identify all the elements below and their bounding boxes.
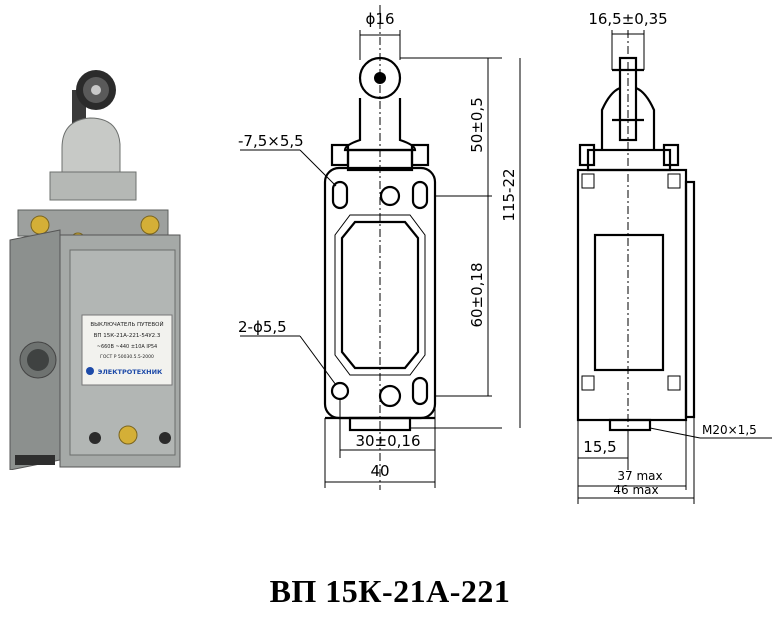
front-slot-right: [411, 180, 429, 210]
front-window: [340, 220, 420, 370]
side-window: [593, 233, 665, 372]
front-window-outer: [334, 214, 426, 376]
front-screw-left: [330, 143, 350, 167]
side-head-flange: [586, 148, 672, 172]
dim-thread: M20×1,5: [702, 423, 757, 437]
front-slot-bottom-right: [411, 376, 429, 406]
dim-depth-total: 46 max: [613, 483, 658, 497]
side-head: [600, 86, 656, 150]
front-view-drawing: ϕ16 -7,5×5,5 2-ϕ5,5 50±0,5 60±0,18 115-2…: [238, 5, 521, 490]
nameplate: ВЫКЛЮЧАТЕЛЬ ПУТЕВОЙ ВП 15К-21А-221-54У2.…: [81, 314, 173, 386]
dim-hole-spacing: 30±0,16: [355, 432, 420, 450]
dim-top-diameter: ϕ16: [366, 10, 395, 28]
dim-depth-inner: 37 max: [617, 469, 662, 483]
side-conduit-entry: [608, 418, 652, 432]
dim-top-width: 16,5±0,35: [588, 10, 667, 28]
dim-slots: -7,5×5,5: [238, 132, 304, 150]
actuator-head: [49, 117, 137, 201]
front-screw-right: [410, 143, 430, 167]
dim-holes: 2-ϕ5,5: [238, 318, 287, 336]
nameplate-line1: ВЫКЛЮЧАТЕЛЬ ПУТЕВОЙ: [90, 321, 163, 328]
dim-total-height: 115-22: [500, 168, 518, 221]
dim-lower-height: 60±0,18: [468, 262, 486, 327]
front-center-hole-top: [379, 185, 401, 207]
front-hole-left: [330, 381, 350, 401]
front-center-hole-bottom: [378, 384, 402, 408]
model-title: ВП 15К-21А-221: [269, 573, 511, 609]
nameplate-line4: ГОСТ Р 50030.5.5-2000: [100, 354, 154, 360]
dim-width: 40: [370, 462, 389, 480]
dim-offset: 15,5: [583, 438, 616, 456]
dim-upper-height: 50±0,5: [468, 97, 486, 153]
side-view-drawing: 16,5±0,35 M20×1,5 15,5 37 max: [576, 10, 772, 500]
nameplate-brand: ЭЛЕКТРОТЕХНИК: [98, 368, 163, 376]
side-lever: [618, 56, 638, 142]
front-roller: [358, 56, 402, 100]
front-slot-left: [331, 180, 349, 210]
side-cover: [684, 180, 696, 419]
nameplate-line3: ~660В ~440 ±10А IP54: [97, 344, 158, 350]
brand-logo-icon: [86, 367, 94, 375]
side-view-bottom-dim: 46 max: [577, 480, 695, 504]
nameplate-line2: ВП 15К-21А-221-54У2.3: [94, 333, 161, 339]
front-base-tab: [348, 416, 412, 432]
front-roller-axle: [374, 72, 386, 84]
product-photo: ВЫКЛЮЧАТЕЛЬ ПУТЕВОЙ ВП 15К-21А-221-54У2.…: [9, 70, 181, 470]
